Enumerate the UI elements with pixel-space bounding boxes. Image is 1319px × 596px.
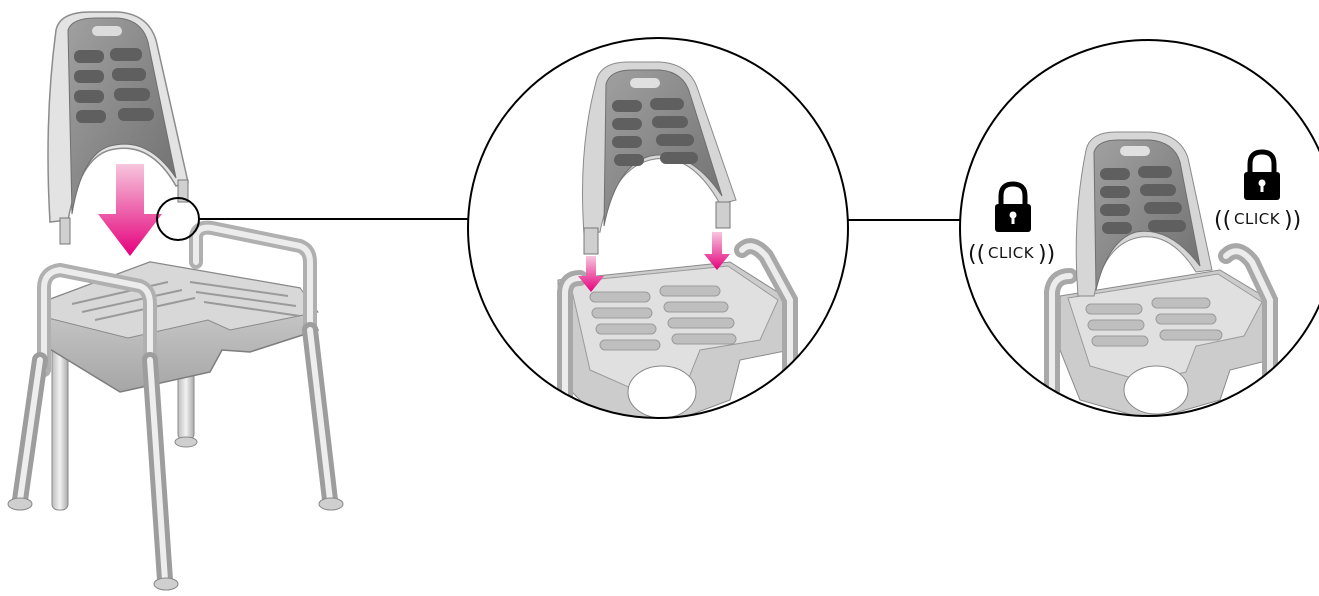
svg-text:((: (( <box>968 242 985 267</box>
foot <box>175 437 197 447</box>
svg-text:)): )) <box>1284 208 1301 233</box>
detail-insert <box>468 38 848 430</box>
foot <box>154 578 178 590</box>
detail-locked: (( CLICK )) (( CLICK )) <box>960 40 1319 420</box>
svg-text:((: (( <box>1214 208 1231 233</box>
detail-callout-circle <box>157 198 199 240</box>
full-chair-illustration <box>8 12 343 590</box>
foot <box>319 498 343 510</box>
svg-text:)): )) <box>1038 242 1055 267</box>
foot <box>8 498 32 510</box>
insert-arrow <box>98 164 162 256</box>
backrest-handle <box>92 26 122 36</box>
click-label-left: CLICK <box>988 244 1035 262</box>
click-label-right: CLICK <box>1234 210 1281 228</box>
